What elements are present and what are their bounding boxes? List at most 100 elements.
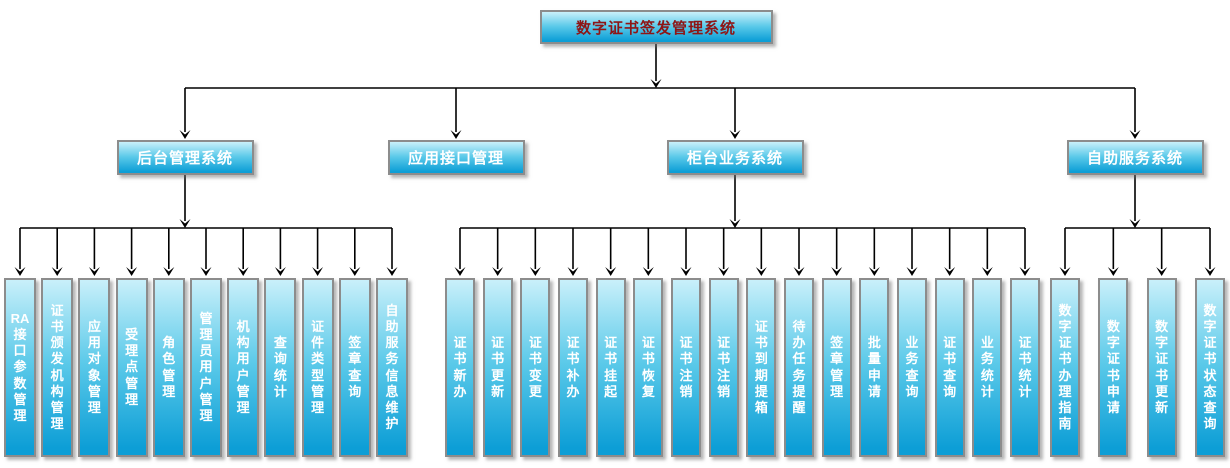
leaf-label-char: 变 (528, 367, 542, 383)
leaf-label-char: 理 (87, 399, 101, 415)
arrowhead-icon (1204, 267, 1216, 276)
leaf-label-char: 计 (1018, 383, 1032, 399)
arrowhead-icon (944, 267, 956, 276)
leaf-label-char: 查 (348, 367, 362, 383)
leaf-label-char: 数 (1203, 303, 1217, 319)
leaf-label-char: 查 (273, 335, 287, 351)
leaf-label-char: 销 (679, 383, 693, 399)
leaf-label-char: 数 (1155, 319, 1169, 335)
leaf-label-char: 询 (348, 383, 362, 399)
arrowhead-icon (450, 130, 462, 139)
leaf-node: 证书注销 (708, 278, 739, 457)
leaf-label-char: 管 (199, 311, 213, 327)
leaf-label-char: 户 (236, 367, 250, 383)
leaf-node: 业务查询 (897, 278, 927, 457)
leaf-node: 角色管理 (152, 278, 185, 457)
arrowhead-icon (868, 267, 880, 276)
leaf-node: 证书恢复 (633, 278, 664, 457)
leaf-label-char: 管 (13, 391, 27, 407)
leaf-label-char: 业 (980, 335, 994, 351)
leaf-node: 证书注销 (671, 278, 701, 457)
leaf-label-char: 办 (453, 383, 467, 399)
leaf-label-char: 证 (943, 335, 957, 351)
arrowhead-icon (567, 267, 579, 276)
leaf-label-char: 证 (1106, 351, 1120, 367)
leaf-label-char: 期 (754, 367, 768, 383)
leaf-label-char: 机 (236, 319, 250, 335)
arrowhead-icon (831, 267, 843, 276)
leaf-label-char: 书 (754, 335, 768, 351)
arrowhead-icon (650, 79, 662, 88)
arrowhead-icon (1019, 267, 1031, 276)
leaf-label-char: 恢 (641, 367, 655, 383)
leaf-node: 数字证书办理指南 (1050, 278, 1080, 457)
leaf-label-char: 接 (13, 327, 27, 343)
leaf-label-char: 注 (717, 367, 731, 383)
arrowhead-icon (605, 267, 617, 276)
arrowhead-icon (1156, 267, 1168, 276)
leaf-label-char: 数 (13, 375, 27, 391)
leaf-label-char: 证 (1018, 335, 1032, 351)
leaf-label-char: 醒 (792, 399, 806, 415)
arrowhead-icon (312, 267, 324, 276)
leaf-label-char: 到 (754, 351, 768, 367)
leaf-label-char: 护 (385, 415, 399, 431)
leaf-label-char: 应 (87, 319, 101, 335)
leaf-label-char: 管 (162, 367, 176, 383)
leaf-label-char: 任 (792, 351, 806, 367)
leaf-node: 数字证书申请 (1098, 278, 1129, 457)
leaf-node: 证书统计 (1010, 278, 1040, 457)
leaf-label-char: 件 (311, 335, 325, 351)
arrowhead-icon (906, 267, 918, 276)
leaf-node: 待办任务提醒 (784, 278, 814, 457)
leaf-label-char: 补 (566, 367, 580, 383)
leaf-label-char: 办 (792, 335, 806, 351)
leaf-label-char: 理 (1058, 383, 1072, 399)
leaf-label-char: 书 (50, 319, 64, 335)
leaf-label-char: 业 (905, 335, 919, 351)
arrowhead-icon (126, 267, 138, 276)
leaf-label-char: 务 (385, 351, 399, 367)
arrowhead-icon (729, 219, 741, 228)
arrowhead-icon (1129, 219, 1141, 228)
leaf-label-char: 书 (604, 351, 618, 367)
leaf-label-char: 书 (1155, 367, 1169, 383)
leaf-node: 证件类型管理 (301, 278, 334, 457)
leaf-label-char: 类 (311, 351, 325, 367)
leaf-node: 证书变更 (520, 278, 551, 457)
leaf-label-char: 证 (528, 335, 542, 351)
leaf-label-char: 指 (1058, 399, 1072, 415)
leaf-label-char: RA (10, 311, 30, 327)
leaf-label-char: 助 (385, 319, 399, 335)
leaf-label-char: 书 (566, 351, 580, 367)
leaf-label-char: 起 (604, 383, 618, 399)
leaf-label-char: 书 (528, 351, 542, 367)
leaf-node: 查询统计 (264, 278, 297, 457)
leaf-label-char: 证 (1203, 335, 1217, 351)
leaf-label-char: 角 (162, 335, 176, 351)
leaf-label-char: 请 (867, 383, 881, 399)
leaf-node: 自助服务信息维护 (376, 278, 408, 457)
leaf-label-char: 南 (1058, 415, 1072, 431)
leaf-node: 签章查询 (338, 278, 371, 457)
leaf-label-char: 管 (87, 383, 101, 399)
arrowhead-icon (349, 267, 361, 276)
leaf-label-char: 书 (717, 351, 731, 367)
leaf-label-char: 证 (50, 303, 64, 319)
leaf-node: 应用对象管理 (78, 278, 111, 457)
leaf-label-char: 办 (566, 383, 580, 399)
arrowhead-icon (793, 267, 805, 276)
arrowhead-icon (1059, 267, 1071, 276)
arrowhead-icon (1107, 267, 1119, 276)
leaf-label-char: 章 (830, 351, 844, 367)
leaf-label-char: 询 (905, 383, 919, 399)
leaf-label-char: 统 (980, 367, 994, 383)
leaf-label-char: 待 (792, 319, 806, 335)
leaf-label-char: 发 (50, 351, 64, 367)
arrowhead-icon (51, 267, 63, 276)
leaf-label-char: 量 (867, 351, 881, 367)
leaf-label-char: 受 (125, 327, 139, 343)
leaf-label-char: 批 (867, 335, 881, 351)
leaf-label-char: 管 (199, 391, 213, 407)
